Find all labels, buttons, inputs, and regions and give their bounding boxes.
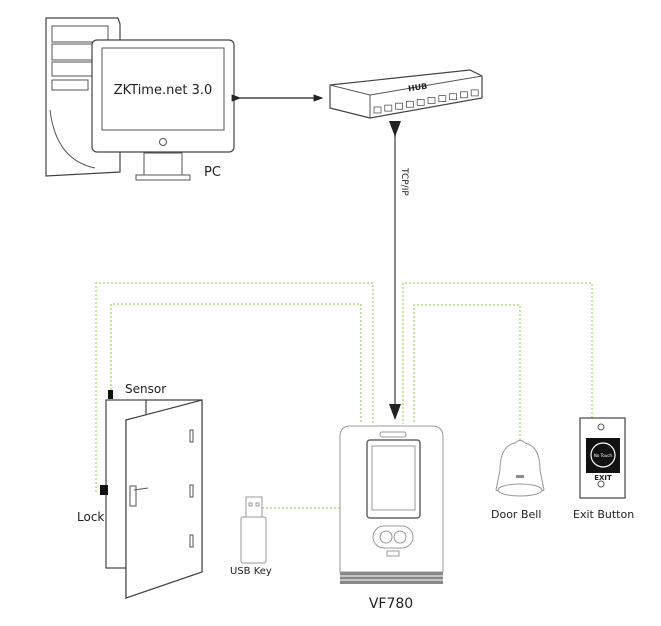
lock-icon xyxy=(100,485,108,495)
door-icon xyxy=(105,399,203,599)
lock-label: Lock xyxy=(77,510,104,524)
exit-button-face-text: No Touch xyxy=(594,453,613,458)
hub-port-icon xyxy=(459,91,468,99)
door-bell-icon xyxy=(495,440,545,497)
sensor-label: Sensor xyxy=(125,382,166,396)
exit-button-label: Exit Button xyxy=(573,508,634,521)
hub-port-icon xyxy=(384,104,393,112)
door-bell-wire xyxy=(413,304,521,440)
hub-icon xyxy=(329,69,483,119)
wiring xyxy=(95,282,593,509)
hub-port-icon xyxy=(395,102,404,110)
hub-port-icon xyxy=(416,99,425,106)
hub-port-icon xyxy=(449,93,458,101)
hub-port-icon xyxy=(427,97,436,104)
pc-label: PC xyxy=(204,165,221,180)
hub-label: HUB xyxy=(407,82,427,94)
sensor-icon xyxy=(108,390,113,399)
usb-key-label: USB Key xyxy=(230,566,272,577)
exit-button-text: EXIT xyxy=(594,474,612,482)
hub-port-icon xyxy=(405,100,414,108)
usb-key-icon xyxy=(240,496,267,564)
hub-port-icon xyxy=(470,89,479,97)
exit-button-wire xyxy=(402,282,593,424)
tcp-ip-label: TCP/IP xyxy=(399,167,409,196)
door-bell-label: Door Bell xyxy=(491,508,541,521)
lock-wire xyxy=(95,282,374,492)
exit-button-icon xyxy=(579,417,626,499)
hub-port-icon xyxy=(373,106,382,114)
sensor-wire xyxy=(110,303,362,424)
vf780-device-icon xyxy=(339,425,444,584)
hub-port-icon xyxy=(438,95,447,102)
pc-screen-text: ZKTime.net 3.0 xyxy=(114,83,213,98)
device-label: VF780 xyxy=(369,596,413,612)
